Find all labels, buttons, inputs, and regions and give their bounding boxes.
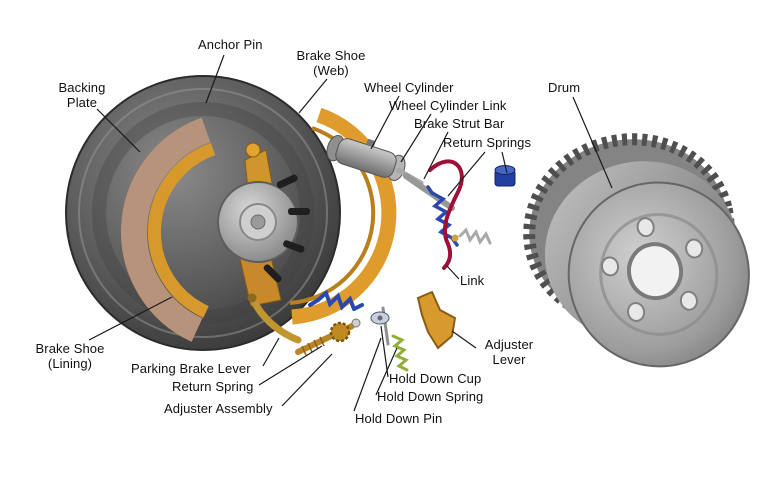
anchor-pin-part (245, 142, 261, 158)
label-wheel-cylinder-link: Wheel Cylinder Link (389, 98, 507, 113)
leader-lines (88, 54, 613, 412)
label-hold-down-pin: Hold Down Pin (355, 411, 443, 426)
wheel-cylinder-part (326, 135, 406, 181)
drum-part (523, 133, 750, 368)
leader-adjuster-lever (451, 330, 477, 349)
hold-down-spring-part (391, 334, 409, 372)
parking-brake-lever-part (247, 293, 302, 344)
leader-hold-down-spring (375, 347, 398, 396)
hub-assembly-part (217, 174, 310, 283)
return-spring-lower-part (308, 289, 364, 311)
leader-return-spring (258, 345, 323, 386)
brake-shoe-lining-part (121, 117, 216, 342)
label-brake-strut-bar: Brake Strut Bar (414, 116, 505, 131)
leader-hold-down-pin (353, 337, 382, 412)
label-anchor-pin: Anchor Pin (198, 37, 263, 52)
label-wheel-cylinder: Wheel Cylinder (364, 80, 454, 95)
leader-drum (572, 96, 613, 189)
adjuster-assembly-part (295, 318, 361, 356)
leader-backing-plate (96, 108, 141, 153)
leader-anchor-pin (205, 54, 225, 104)
leader-hold-down-cup (380, 325, 389, 378)
leader-return-springs-b (501, 151, 508, 174)
label-adjuster-lever: Adjuster Lever (484, 337, 534, 367)
label-brake-shoe-lining: Brake Shoe (Lining) (35, 341, 105, 371)
label-brake-shoe-web: Brake Shoe (Web) (296, 48, 366, 78)
hold-down-cup-part (370, 311, 390, 325)
leader-return-springs-a (447, 151, 486, 197)
link-part (428, 159, 464, 270)
return-spring-cap-part (494, 165, 516, 187)
adjuster-lever-part (416, 290, 457, 350)
label-return-spring: Return Spring (172, 379, 254, 394)
leader-adjuster-assembly (281, 353, 333, 407)
leader-wheel-cylinder-link (400, 113, 432, 163)
leader-parking-brake-lever (262, 337, 280, 367)
leader-brake-shoe-web (298, 78, 328, 114)
small-spring-part (451, 227, 492, 246)
label-hold-down-spring: Hold Down Spring (377, 389, 484, 404)
label-adjuster-assembly: Adjuster Assembly (164, 401, 273, 416)
label-drum: Drum (548, 80, 581, 95)
label-return-springs: Return Springs (443, 135, 532, 150)
label-backing-plate: Backing Plate (58, 80, 106, 110)
label-parking-brake-lever: Parking Brake Lever (131, 361, 251, 376)
label-link: Link (460, 273, 485, 288)
leader-wheel-cylinder (370, 95, 400, 150)
leader-link (446, 265, 460, 280)
leader-brake-shoe-lining (88, 296, 173, 341)
label-hold-down-cup: Hold Down Cup (389, 371, 482, 386)
brake-strut-bar-part (403, 173, 455, 211)
leader-brake-strut-bar (423, 131, 449, 180)
